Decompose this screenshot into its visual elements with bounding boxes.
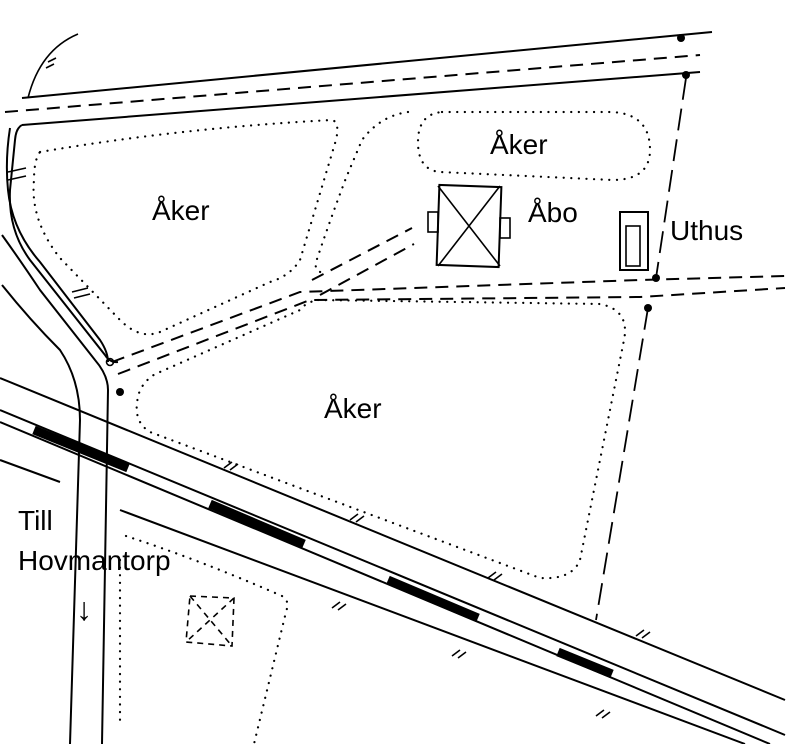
railway-ties [223, 461, 651, 719]
label-direction-line2: Hovmantorp [18, 545, 171, 576]
railway-track-bars [32, 425, 614, 679]
road-south [1, 127, 115, 744]
field-center-outline [135, 298, 627, 580]
field-narrow-strip-outline [314, 110, 410, 274]
label-field-top-left: Åker [152, 195, 210, 226]
main-road-top [4, 31, 713, 364]
dwelling-house [427, 183, 511, 269]
label-direction-line1: Till [18, 505, 53, 536]
field-top-right-outline [416, 110, 652, 182]
label-field-center: Åker [324, 393, 382, 424]
label-outbuilding: Uthus [670, 215, 743, 246]
label-dwelling: Åbo [528, 197, 578, 228]
railway [0, 377, 786, 744]
field-top-left-outline [32, 118, 339, 336]
property-boundaries [116, 77, 687, 621]
farm-road [111, 227, 786, 375]
outbuilding-shed [619, 211, 649, 271]
ruin-square [185, 595, 235, 647]
label-field-top-right: Åker [490, 129, 548, 160]
road-arc [27, 33, 79, 99]
arrow-down-icon: ↓ [76, 591, 92, 627]
